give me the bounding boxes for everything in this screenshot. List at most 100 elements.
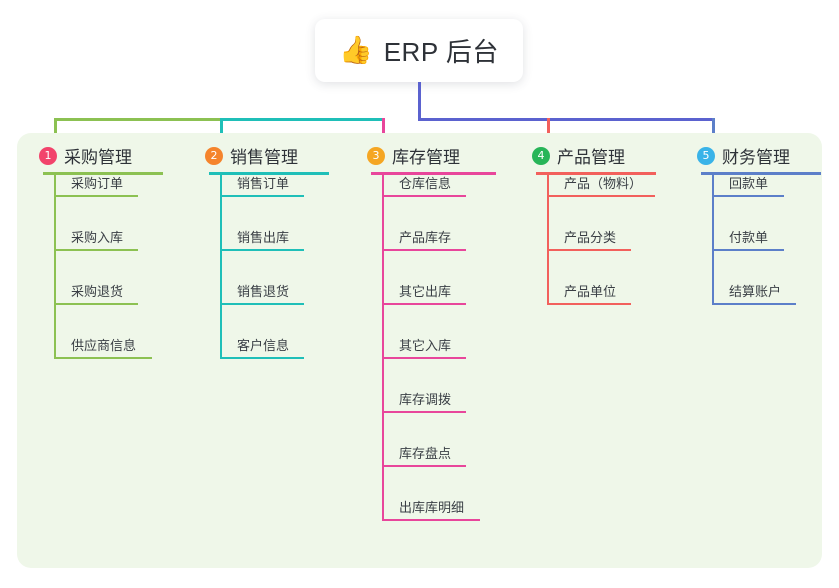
branch-header-4[interactable]: 4 产品管理 <box>532 143 625 168</box>
leaf-underline <box>382 519 480 521</box>
leaf-node[interactable]: 客户信息 <box>220 327 308 359</box>
leaf-node[interactable]: 供应商信息 <box>54 327 156 359</box>
leaf-label: 销售退货 <box>237 284 290 299</box>
branch-title-5: 财务管理 <box>722 148 790 167</box>
leaf-label: 出库库明细 <box>399 500 465 515</box>
branch-title-3: 库存管理 <box>392 148 460 167</box>
leaf-node[interactable]: 库存盘点 <box>382 435 470 467</box>
leaf-label: 库存盘点 <box>399 446 452 461</box>
root-node-title: ERP 后台 <box>383 37 499 67</box>
branch-underline-5 <box>701 172 821 175</box>
leaf-node[interactable]: 产品库存 <box>382 219 470 251</box>
bus-drop-5 <box>712 118 715 145</box>
leaf-underline <box>220 195 304 197</box>
leaf-label: 库存调拨 <box>399 392 452 407</box>
leaf-label: 产品（物料） <box>564 176 643 191</box>
branch-badge-5: 5 <box>697 146 715 165</box>
leaf-label: 产品库存 <box>399 230 452 245</box>
leaf-underline <box>712 195 784 197</box>
leaf-underline <box>220 357 304 359</box>
leaf-underline <box>712 249 784 251</box>
leaf-label: 产品单位 <box>564 284 617 299</box>
thumbs-up-icon: 👍 <box>339 35 373 65</box>
leaf-label: 产品分类 <box>564 230 617 245</box>
leaf-label: 采购入库 <box>71 230 124 245</box>
leaf-node[interactable]: 销售退货 <box>220 273 308 305</box>
leaf-label: 销售订单 <box>237 176 290 191</box>
branch-spine-3 <box>382 175 384 521</box>
bus-segment-3 <box>418 118 715 121</box>
leaf-underline <box>54 249 138 251</box>
leaf-node[interactable]: 销售订单 <box>220 165 308 197</box>
leaf-label: 供应商信息 <box>71 338 137 353</box>
leaf-underline <box>712 303 796 305</box>
bus-drop-3 <box>382 118 385 145</box>
leaf-label: 其它出库 <box>399 284 452 299</box>
branch-title-1: 采购管理 <box>64 148 132 167</box>
leaf-node[interactable]: 出库库明细 <box>382 489 484 521</box>
leaf-underline <box>54 303 138 305</box>
branch-header-1[interactable]: 1 采购管理 <box>39 143 132 168</box>
leaf-node[interactable]: 销售出库 <box>220 219 308 251</box>
leaf-node[interactable]: 产品（物料） <box>547 165 659 197</box>
branch-title-4: 产品管理 <box>557 148 625 167</box>
leaf-node[interactable]: 其它入库 <box>382 327 470 359</box>
bus-drop-4 <box>547 118 550 145</box>
leaf-node[interactable]: 付款单 <box>712 219 788 251</box>
leaf-underline <box>382 357 466 359</box>
leaf-node[interactable]: 仓库信息 <box>382 165 470 197</box>
leaf-node[interactable]: 采购退货 <box>54 273 142 305</box>
branch-underline-1 <box>43 172 163 175</box>
branch-underline-2 <box>209 172 329 175</box>
leaf-node[interactable]: 产品单位 <box>547 273 635 305</box>
leaf-underline <box>382 411 466 413</box>
branch-spine-2 <box>220 175 222 359</box>
branch-header-5[interactable]: 5 财务管理 <box>697 143 790 168</box>
bus-segment-1 <box>54 118 223 121</box>
branch-header-3[interactable]: 3 库存管理 <box>367 143 460 168</box>
leaf-underline <box>220 249 304 251</box>
leaf-node[interactable]: 其它出库 <box>382 273 470 305</box>
leaf-label: 采购订单 <box>71 176 124 191</box>
leaf-node[interactable]: 结算账户 <box>712 273 800 305</box>
leaf-node[interactable]: 采购订单 <box>54 165 142 197</box>
leaf-label: 回款单 <box>729 176 769 191</box>
branch-spine-5 <box>712 175 714 305</box>
leaf-underline <box>382 249 466 251</box>
branch-underline-4 <box>536 172 656 175</box>
leaf-node[interactable]: 回款单 <box>712 165 788 197</box>
leaf-node[interactable]: 库存调拨 <box>382 381 470 413</box>
leaf-label: 客户信息 <box>237 338 290 353</box>
branch-badge-3: 3 <box>367 146 385 165</box>
leaf-underline <box>220 303 304 305</box>
leaf-node[interactable]: 采购入库 <box>54 219 142 251</box>
leaf-label: 采购退货 <box>71 284 124 299</box>
bus-drop-2 <box>220 118 223 145</box>
leaf-underline <box>54 195 138 197</box>
leaf-underline <box>547 303 631 305</box>
leaf-label: 付款单 <box>729 230 769 245</box>
branch-badge-1: 1 <box>39 146 57 165</box>
branch-underline-3 <box>371 172 496 175</box>
bus-drop-1 <box>54 118 57 145</box>
leaf-underline <box>547 249 631 251</box>
leaf-underline <box>382 303 466 305</box>
leaf-label: 仓库信息 <box>399 176 452 191</box>
branch-badge-2: 2 <box>205 146 223 165</box>
leaf-label: 结算账户 <box>729 284 782 299</box>
bus-segment-2 <box>220 118 385 121</box>
branch-badge-4: 4 <box>532 146 550 165</box>
leaf-underline <box>54 357 152 359</box>
leaf-node[interactable]: 产品分类 <box>547 219 635 251</box>
root-node-erp-backend[interactable]: 👍 ERP 后台 <box>315 19 523 82</box>
leaf-label: 其它入库 <box>399 338 452 353</box>
branch-spine-4 <box>547 175 549 305</box>
leaf-underline <box>382 465 466 467</box>
branch-spine-1 <box>54 175 56 359</box>
leaf-label: 销售出库 <box>237 230 290 245</box>
leaf-underline <box>547 195 655 197</box>
trunk-line <box>418 82 421 121</box>
